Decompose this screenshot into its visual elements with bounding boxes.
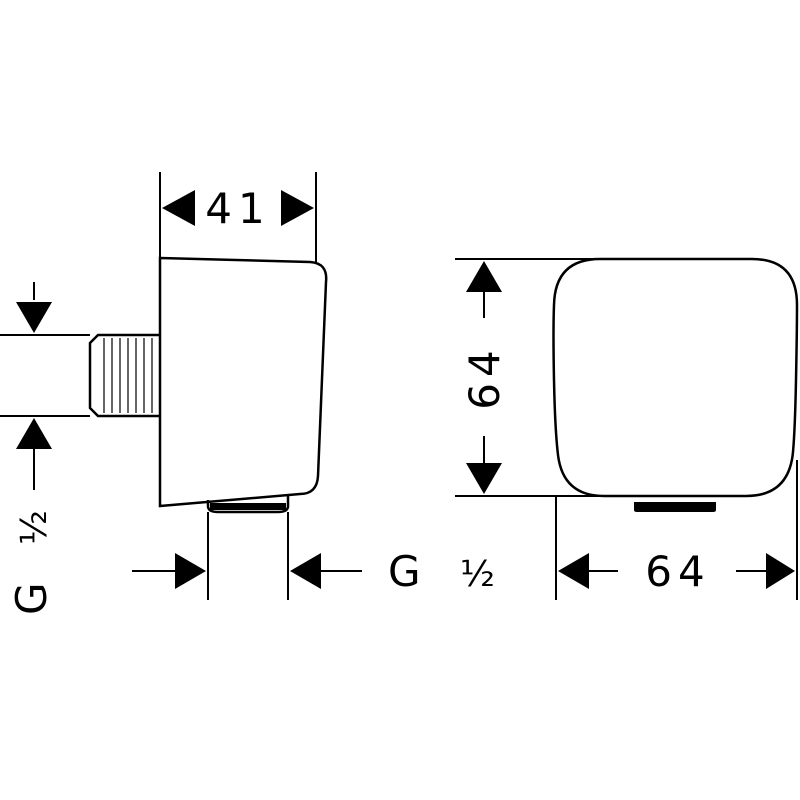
arrow-left-icon — [290, 553, 321, 589]
side-view — [88, 256, 328, 514]
outlet-thread-label: G ½ — [388, 547, 495, 596]
dimension-64-vertical: 64 — [455, 258, 604, 497]
arrow-down-icon — [466, 463, 502, 494]
arrow-up-icon — [16, 418, 52, 449]
svg-text:G: G — [7, 576, 56, 615]
arrow-left-icon — [558, 553, 589, 589]
inlet-thread — [88, 333, 160, 418]
dimension-outlet-thread: G ½ — [132, 512, 495, 600]
svg-text:½: ½ — [14, 510, 55, 545]
dimension-label-64-vertical: 64 — [460, 344, 509, 409]
arrow-right-icon — [281, 190, 314, 226]
arrow-up-icon — [466, 261, 502, 292]
dimension-label-64-horizontal: 64 — [645, 547, 710, 596]
front-view — [552, 257, 799, 512]
dimension-inlet-thread: G ½ — [0, 282, 90, 615]
svg-text:G: G — [388, 547, 427, 596]
arrow-left-icon — [162, 190, 195, 226]
dimension-label-41: 41 — [205, 184, 270, 233]
side-view-body — [158, 256, 328, 508]
inlet-thread-label: G ½ — [7, 510, 56, 615]
front-outlet — [634, 502, 716, 512]
outlet-nipple — [206, 494, 290, 514]
arrow-right-icon — [766, 553, 795, 589]
svg-text:64: 64 — [460, 344, 509, 409]
svg-text:½: ½ — [460, 554, 495, 595]
dimension-64-horizontal: 64 — [555, 460, 798, 600]
arrow-right-icon — [175, 553, 206, 589]
dimension-41: 41 — [159, 172, 317, 262]
arrow-down-icon — [16, 302, 52, 333]
front-view-body — [552, 257, 799, 498]
